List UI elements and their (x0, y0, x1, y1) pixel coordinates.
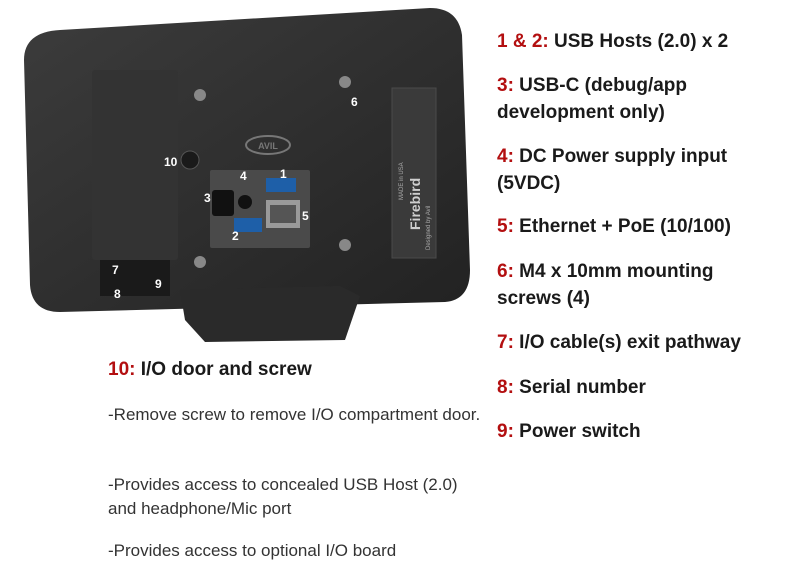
svg-text:MADE in USA: MADE in USA (399, 162, 405, 200)
io-door-title: 10: I/O door and screw (108, 359, 312, 380)
callout-5: 5 (302, 209, 309, 223)
legend-item-power-switch: 9: Power switch (497, 421, 641, 442)
callout-3: 3 (204, 191, 211, 205)
product-label (391, 87, 437, 259)
callout-8: 8 (114, 287, 121, 301)
mounting-screw (339, 239, 351, 251)
legend-item-ethernet: 5: Ethernet + PoE (10/100) (497, 216, 731, 237)
callout-9: 9 (155, 277, 162, 291)
callout-1: 1 (280, 167, 287, 181)
callout-7: 7 (112, 263, 119, 277)
callout-6: 6 (351, 95, 358, 109)
callout-2: 2 (232, 229, 239, 243)
mounting-screw (194, 89, 206, 101)
brand-logo (245, 135, 291, 155)
svg-text:Firebird: Firebird (407, 178, 423, 230)
legend-item-dc-power: 4: DC Power supply input (5VDC) (497, 146, 728, 194)
callout-10: 10 (164, 155, 178, 169)
mounting-screw (339, 76, 351, 88)
usb-port-1 (266, 178, 296, 192)
device-illustration: AVIL Firebird Designed by Avil MADE in U… (24, 8, 470, 342)
device-foot (180, 286, 360, 342)
svg-text:Designed by Avil: Designed by Avil (426, 206, 432, 250)
door-screw (180, 150, 200, 170)
legend-item-serial: 8: Serial number (497, 377, 646, 398)
legend-item-mounting-screws: 6: M4 x 10mm mounting screws (4) (497, 261, 714, 309)
io-door-note: -Provides access to concealed USB Host (… (108, 475, 458, 518)
usb-port-2 (234, 218, 262, 232)
legend-item-usb-hosts: 1 & 2: USB Hosts (2.0) x 2 (497, 31, 729, 52)
io-cable-exit (100, 260, 170, 296)
callout-4: 4 (240, 169, 247, 183)
mounting-screw (194, 256, 206, 268)
dc-power-jack (238, 195, 252, 209)
io-door-note: -Remove screw to remove I/O compartment … (108, 405, 481, 424)
io-door-note: -Provides access to optional I/O board (108, 541, 397, 560)
legend-item-io-cable: 7: I/O cable(s) exit pathway (497, 332, 741, 353)
svg-text:AVIL: AVIL (258, 141, 278, 151)
io-door-section: 10: I/O door and screw -Remove screw to … (108, 359, 488, 560)
io-door-panel (92, 70, 178, 260)
legend-item-usb-c: 3: USB-C (debug/app development only) (497, 75, 688, 123)
usb-c-port (212, 190, 234, 216)
